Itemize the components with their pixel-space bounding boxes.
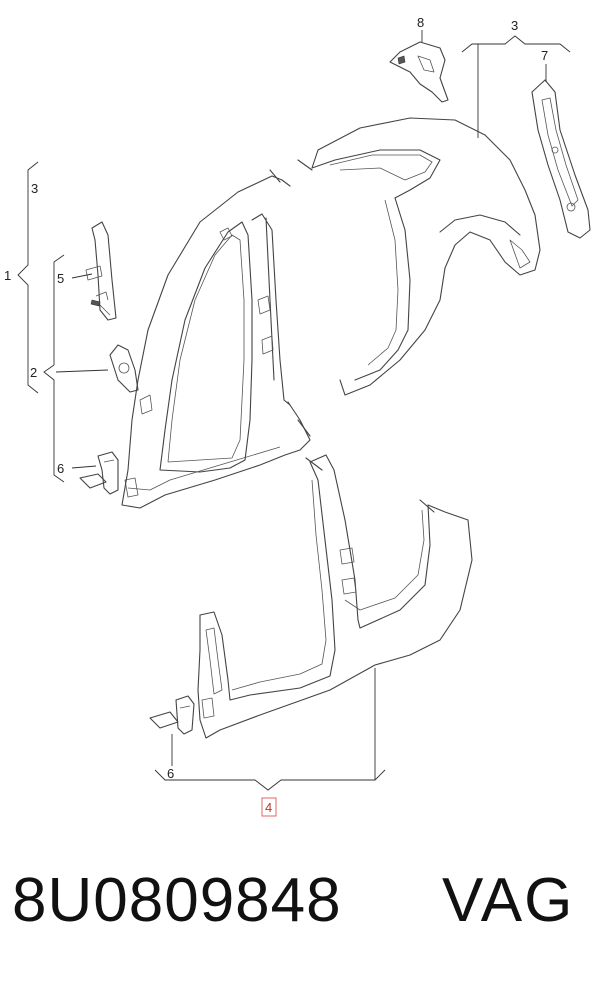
callout-1: 1 [4,268,11,283]
sill-panel-part-4 [197,454,473,739]
callout-2: 2 [30,365,37,380]
parts-diagram: 1 2 3 5 6 8 3 7 6 4 [4,15,591,817]
callout-3-top: 3 [511,18,518,33]
pillar-part-7 [531,79,591,239]
bracket-part-6-upper [79,451,119,495]
panel-part-8 [389,41,449,103]
callout-3-left: 3 [31,181,38,196]
callout-6-lower: 6 [167,766,174,781]
callout-labels: 1 2 3 5 6 8 3 7 6 4 [4,15,548,817]
brand-label: VAG [442,866,575,935]
callout-5: 5 [57,271,64,286]
callout-4: 4 [265,800,272,815]
footer: 8U0809848 VAG [0,865,600,945]
bracket-part-6-lower [149,695,195,735]
callout-6-upper: 6 [57,461,64,476]
callout-4-highlight-box [261,797,277,817]
leader-lines [17,30,571,791]
hinge-bracket-part-5 [85,221,117,321]
side-panel-assembly [109,117,541,509]
part-number: 8U0809848 [12,866,342,935]
callout-8: 8 [417,15,424,30]
callout-7: 7 [541,48,548,63]
